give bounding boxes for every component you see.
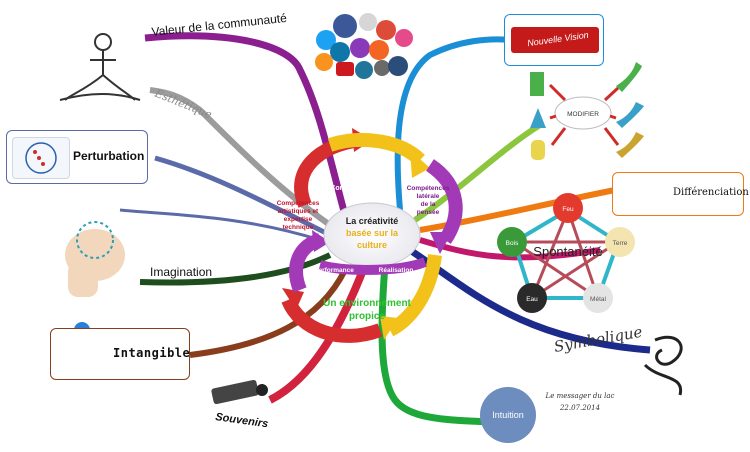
element-bois-node [497, 227, 527, 257]
shape-bend-blue-icon [616, 102, 644, 128]
spontaneite-label: Spontanéité [533, 244, 602, 259]
shape-cylinder-icon [531, 140, 545, 160]
twitter-icon [316, 30, 336, 50]
film-reel-icon [211, 379, 268, 405]
branch-differenciation-line [419, 187, 616, 233]
esthetique-label: Esthétique [152, 86, 214, 121]
cycle-arrow-yellow-top-head [410, 150, 430, 178]
element-metal: Métal [590, 296, 606, 303]
intangible-box: Intangible [50, 328, 190, 380]
thinking-hand-icon [65, 221, 125, 297]
flickr-icon [395, 29, 413, 47]
center-title-line3: culture [357, 240, 387, 250]
differenciation-label: Différenciation [673, 187, 749, 198]
svg-text:latérale: latérale [417, 193, 440, 200]
digg-icon [388, 56, 408, 76]
element-labels: Feu Terre Métal Eau Bois [506, 206, 628, 303]
svg-text:Compétences: Compétences [277, 200, 320, 207]
inner-label-competences-laterale: Compétences latérale de la pensée [407, 185, 450, 216]
branch-nouvelle-vision-line [394, 36, 511, 211]
nouvelle-vision-box: Nouvelle Vision [504, 14, 604, 66]
svg-text:propice: propice [349, 311, 386, 322]
svg-text:Un environnement: Un environnement [323, 298, 411, 309]
inner-label-environnement: Un environnement propice [323, 298, 411, 322]
shape-cone-icon [530, 108, 546, 128]
center-title-line1: La créativité [346, 216, 399, 226]
perturbation-box: Perturbation [6, 130, 148, 184]
cycle-arrow-red-bottom [281, 296, 383, 343]
blogger-icon [315, 53, 333, 71]
cycle-arrow-yellow-bottom-head [380, 316, 398, 340]
svg-text:Compétences: Compétences [407, 185, 450, 192]
shape-bend-green-icon [616, 62, 642, 92]
branch-perturbation-line [154, 155, 332, 238]
element-feu-node [553, 193, 583, 223]
intuition-globe [480, 387, 536, 443]
cycle-arrow-yellow-bottom [386, 253, 442, 337]
meditating-figure-icon [59, 33, 141, 101]
social-gray-icon [359, 13, 377, 31]
instagram-icon [350, 38, 370, 58]
element-eau-node [517, 283, 547, 313]
nouvelle-vision-banner [511, 27, 599, 53]
signature-line2: 22.07.2014 [559, 404, 600, 412]
google-plus-icon [376, 20, 396, 40]
svg-text:expertise: expertise [284, 216, 313, 223]
svg-text:technique: technique [283, 224, 314, 231]
shape-bend-gold-icon [616, 132, 644, 158]
branch-imagination-line [139, 252, 332, 286]
perturbation-diagram-icon [12, 137, 70, 179]
inner-label-competences-artistiques: Compétences artistiques et expertise tec… [277, 200, 320, 231]
linkedin-icon [330, 42, 350, 62]
inner-label-performance: Performance [314, 267, 354, 274]
cycle-arrow-red-bottom-head [282, 288, 304, 310]
branch-modifier-line [413, 122, 542, 223]
perturbation-label: Perturbation [73, 149, 145, 163]
differenciation-box: Différenciation [612, 172, 749, 216]
intuition-label: Intuition [492, 410, 524, 420]
branch-valeur-line [144, 32, 349, 216]
modifier-label: MODIFIER [567, 111, 599, 118]
svg-text:de la: de la [421, 201, 436, 208]
souvenirs-label: Souvenirs [215, 411, 269, 430]
imagination-label: Imagination [150, 265, 212, 279]
social-dark-icon [374, 60, 390, 76]
rss-icon [369, 40, 389, 60]
symbolique-swirl-icon [643, 335, 683, 396]
element-terre: Terre [613, 240, 628, 247]
branch-intangible-line [189, 268, 348, 358]
element-eau: Eau [526, 296, 538, 303]
svg-text:pensée: pensée [417, 209, 440, 216]
five-elements [497, 193, 635, 313]
cycle-band-performance [318, 257, 427, 275]
element-bois: Bois [506, 240, 519, 247]
inner-label-connaissances: Connaissances [330, 185, 381, 192]
social-media-cluster [315, 13, 413, 79]
center-title-line2: basée sur la [346, 228, 399, 238]
modifier-cluster [530, 62, 644, 160]
inner-label-realisation: Réalisation [379, 267, 414, 274]
branch-souvenirs-line [268, 263, 369, 404]
cycle-arrow-purple-left-head [312, 230, 330, 252]
central-cycle [281, 128, 463, 343]
wordpress-icon [355, 61, 373, 79]
youtube-icon [336, 62, 354, 76]
signature-line1: Le messager du lac [545, 392, 615, 400]
branch-perturbation-line-2 [119, 208, 321, 242]
modifier-node [554, 96, 612, 130]
shape-cube-icon [530, 72, 544, 96]
intangible-label: Intangible [113, 346, 191, 360]
cycle-arrow-purple-right-head [430, 232, 452, 254]
element-feu: Feu [562, 206, 574, 213]
svg-text:artistiques et: artistiques et [278, 208, 319, 215]
element-terre-node [605, 227, 635, 257]
center-text: La créativité basée sur la culture [346, 216, 399, 250]
facebook-icon [333, 14, 357, 38]
branch-intuition-line [378, 264, 491, 426]
element-metal-node [583, 283, 613, 313]
